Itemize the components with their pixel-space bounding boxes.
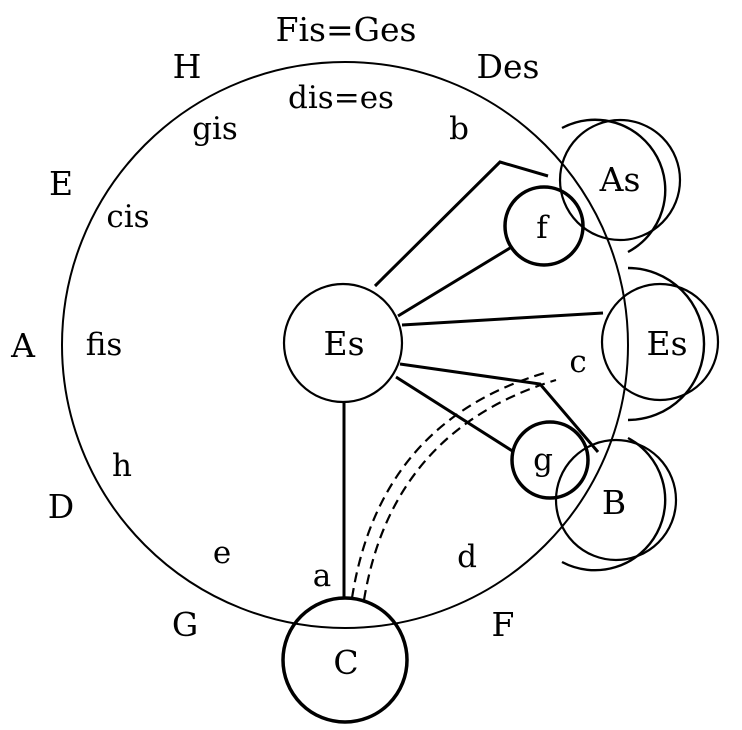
- label-e-major: E: [49, 164, 73, 203]
- label-d-major: D: [48, 487, 74, 526]
- label-fis: fis: [86, 327, 123, 363]
- edge-es-es-right: [401, 311, 604, 327]
- dashed-curve-outer: [350, 370, 549, 599]
- node-g-label: g: [533, 442, 553, 478]
- edge-es-g: [395, 375, 515, 454]
- circle-of-fifths: [61, 61, 629, 629]
- node-as-label: As: [599, 160, 641, 199]
- label-gis: gis: [192, 111, 238, 147]
- label-dis-es: dis=es: [288, 80, 394, 116]
- bracket-b: [561, 436, 667, 572]
- label-d-minor: d: [457, 539, 477, 575]
- node-f: [503, 185, 585, 267]
- label-e-minor: e: [213, 535, 231, 571]
- node-as: [558, 118, 682, 242]
- label-cis: cis: [106, 199, 149, 235]
- edge-es-f: [397, 246, 511, 318]
- bracket-es-right: [627, 266, 706, 422]
- node-c-label: C: [333, 643, 358, 682]
- node-b: [554, 438, 678, 562]
- node-es-right: [600, 282, 720, 402]
- node-g: [510, 420, 590, 500]
- label-fis-ges: Fis=Ges: [276, 10, 417, 49]
- label-c-minor: c: [569, 344, 586, 380]
- node-es-right-label: Es: [646, 324, 687, 363]
- label-a-major: A: [10, 326, 36, 365]
- label-h-major: H: [173, 47, 202, 86]
- node-b-label: B: [602, 483, 626, 522]
- label-a-minor: a: [313, 558, 331, 594]
- label-f-major: F: [492, 605, 515, 644]
- node-center-es-label: Es: [323, 324, 364, 363]
- node-center-es: [282, 282, 404, 404]
- label-g-major: G: [172, 605, 198, 644]
- node-f-label: f: [536, 210, 550, 246]
- edge-es-as: [373, 160, 549, 288]
- label-b-minor: b: [449, 111, 469, 147]
- edge-es-b: [399, 362, 600, 453]
- node-c: [281, 596, 409, 724]
- label-h-minor: h: [112, 448, 132, 484]
- label-des: Des: [477, 47, 540, 86]
